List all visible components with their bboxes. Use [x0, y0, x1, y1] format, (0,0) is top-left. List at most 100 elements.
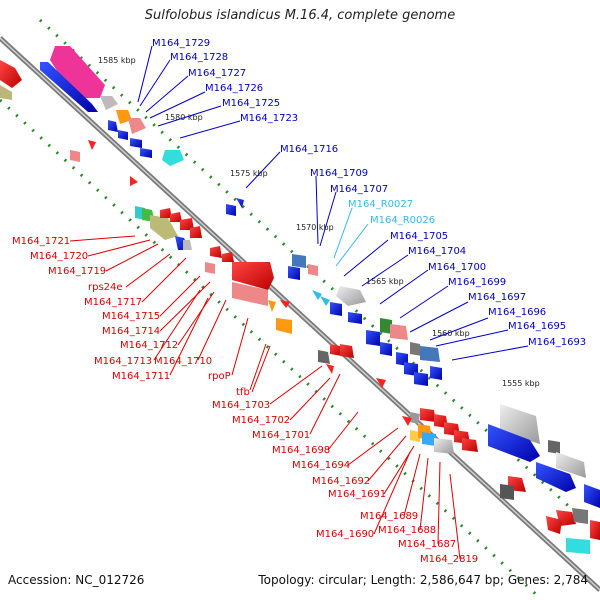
- gene-feature-blue[interactable]: [118, 130, 128, 140]
- gene-label-reverse[interactable]: M164_1719: [48, 266, 106, 277]
- gene-label-reverse[interactable]: M164_1701: [252, 430, 310, 441]
- gene-feature-blue[interactable]: [348, 312, 362, 324]
- gene-label-reverse[interactable]: M164_1721: [12, 236, 70, 247]
- gene-feature-red[interactable]: [190, 226, 202, 238]
- gene-feature-blue[interactable]: [288, 266, 300, 280]
- gene-label-reverse[interactable]: M164_1717: [84, 297, 142, 308]
- gene-label-reverse[interactable]: M164_1694: [292, 460, 350, 471]
- gene-feature-khaki[interactable]: [150, 215, 178, 240]
- gene-feature-khaki[interactable]: [0, 85, 12, 100]
- gene-feature-salmon[interactable]: [308, 264, 318, 276]
- gene-label-reverse[interactable]: M164_1720: [30, 251, 88, 262]
- gene-feature-blue[interactable]: [536, 462, 576, 492]
- gene-label-reverse[interactable]: M164_1715: [102, 311, 160, 322]
- gene-label-forward[interactable]: M164_1726: [205, 83, 263, 94]
- gene-label-reverse[interactable]: M164_1692: [312, 476, 370, 487]
- forward-gene-labels[interactable]: [137, 45, 529, 361]
- gene-label-reverse[interactable]: M164_1703: [212, 400, 270, 411]
- gene-feature-blue[interactable]: [226, 204, 236, 216]
- gene-feature-blue[interactable]: [40, 62, 98, 112]
- gene-feature-red[interactable]: [340, 344, 354, 358]
- gene-feature-red[interactable]: [0, 60, 22, 88]
- gene-label-forward[interactable]: M164_1699: [448, 277, 506, 288]
- gene-feature-steelblue[interactable]: [292, 254, 306, 268]
- gene-feature-steelblue[interactable]: [420, 346, 440, 362]
- gene-feature-red[interactable]: [330, 344, 342, 356]
- gene-feature-orange[interactable]: [268, 300, 276, 312]
- gene-feature-red[interactable]: [160, 208, 172, 218]
- gene-feature-red[interactable]: [88, 140, 96, 150]
- gene-label-forward[interactable]: M164_1716: [280, 144, 338, 155]
- gene-label-forward[interactable]: M164_1707: [330, 184, 388, 195]
- gene-feature-cyan[interactable]: [162, 150, 184, 166]
- gene-label-reverse[interactable]: M164_1702: [232, 415, 290, 426]
- gene-feature-darkgray[interactable]: [410, 342, 422, 356]
- gene-feature-red[interactable]: [590, 520, 600, 540]
- gene-feature-blue[interactable]: [130, 138, 142, 148]
- gene-label-reverse[interactable]: M164_1689: [360, 511, 418, 522]
- gene-label-forward[interactable]: M164_1696: [488, 307, 546, 318]
- gene-feature-salmon[interactable]: [70, 150, 80, 162]
- gene-feature-red[interactable]: [232, 262, 274, 290]
- gene-features[interactable]: [0, 46, 600, 554]
- gene-label-reverse[interactable]: M164_1714: [102, 326, 160, 337]
- gene-feature-red[interactable]: [170, 212, 182, 222]
- gene-feature-gray[interactable]: [183, 240, 192, 250]
- gene-label-forward[interactable]: M164_1697: [468, 292, 526, 303]
- gene-label-forward[interactable]: M164_1728: [170, 52, 228, 63]
- gene-label-reverse[interactable]: rpoP: [208, 371, 231, 382]
- gene-label-forward[interactable]: M164_1725: [222, 98, 280, 109]
- gene-feature-blue[interactable]: [584, 484, 600, 508]
- gene-label-reverse[interactable]: M164_1691: [328, 489, 386, 500]
- gene-feature-red[interactable]: [210, 246, 222, 258]
- gene-label-forward[interactable]: M164_1695: [508, 321, 566, 332]
- gene-feature-red[interactable]: [222, 252, 234, 262]
- gene-feature-red[interactable]: [376, 378, 386, 388]
- gene-label-reverse[interactable]: M164_1710: [154, 356, 212, 367]
- gene-feature-pink[interactable]: [50, 46, 105, 98]
- gene-label-forward[interactable]: M164_1723: [240, 113, 298, 124]
- gene-feature-orange[interactable]: [116, 110, 132, 124]
- gene-feature-cyan[interactable]: [566, 538, 590, 554]
- gene-label-forward[interactable]: M164_1729: [152, 38, 210, 49]
- gene-label-rna[interactable]: M164_R0027: [348, 199, 413, 210]
- gene-label-forward[interactable]: M164_1705: [390, 231, 448, 242]
- gene-feature-red[interactable]: [546, 516, 562, 534]
- gene-feature-gray[interactable]: [434, 438, 454, 454]
- gene-label-reverse[interactable]: M164_1690: [316, 529, 374, 540]
- gene-feature-gray[interactable]: [556, 452, 586, 478]
- gene-feature-skyblue[interactable]: [422, 432, 436, 446]
- reverse-gene-label-texts-lower[interactable]: tfb M164_1703 M164_1702 M164_1701 M164_1…: [212, 387, 478, 565]
- gene-feature-gray[interactable]: [100, 96, 118, 110]
- gene-feature-salmon[interactable]: [390, 324, 408, 340]
- gene-feature-red[interactable]: [280, 300, 290, 308]
- gene-feature-darkgray[interactable]: [548, 440, 560, 454]
- gene-label-forward[interactable]: M164_1693: [528, 337, 586, 348]
- gene-feature-darkgray[interactable]: [318, 350, 330, 364]
- gene-label-forward[interactable]: M164_1704: [408, 246, 466, 257]
- gene-feature-darkgray[interactable]: [500, 484, 514, 500]
- gene-feature-red[interactable]: [326, 364, 334, 374]
- forward-gene-label-texts[interactable]: M164_1729 M164_1728 M164_1727 M164_1726 …: [152, 38, 586, 348]
- gene-feature-salmon[interactable]: [205, 262, 215, 274]
- gene-feature-salmon[interactable]: [232, 282, 268, 306]
- gene-feature-salmon[interactable]: [128, 118, 146, 134]
- gene-feature-blue[interactable]: [330, 302, 342, 316]
- gene-label-reverse[interactable]: tfb: [236, 387, 250, 398]
- gene-feature-green[interactable]: [380, 318, 392, 334]
- reverse-gene-label-texts-left[interactable]: M164_1721 M164_1720 M164_1719 rps24e M16…: [12, 236, 231, 382]
- gene-feature-blue[interactable]: [414, 372, 428, 386]
- gene-label-reverse[interactable]: M164_1713: [94, 356, 152, 367]
- gene-feature-blue[interactable]: [366, 330, 380, 346]
- gene-label-reverse[interactable]: M164_1688: [378, 525, 436, 536]
- gene-feature-red[interactable]: [130, 176, 138, 186]
- gene-feature-gray[interactable]: [410, 412, 420, 424]
- gene-feature-rna[interactable]: [320, 296, 330, 306]
- gene-feature-rna[interactable]: [312, 290, 322, 300]
- gene-label-reverse[interactable]: M164_1698: [272, 445, 330, 456]
- gene-label-reverse[interactable]: M164_2819: [420, 554, 478, 565]
- gene-label-reverse[interactable]: M164_1711: [112, 371, 170, 382]
- gene-label-reverse[interactable]: rps24e: [88, 282, 123, 293]
- gene-label-forward[interactable]: M164_1700: [428, 262, 486, 273]
